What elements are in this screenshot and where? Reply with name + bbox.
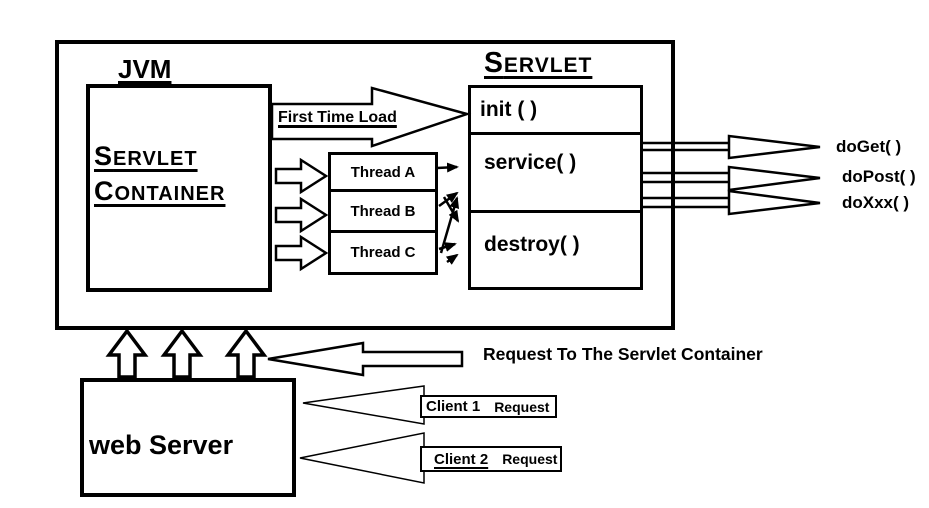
client2-tag: Client 2 Request [420, 446, 562, 472]
web-server-label: web Server [89, 430, 234, 460]
servlet-destroy-cell: destroy( ) [468, 210, 643, 290]
webserver-up-arrow-1 [105, 328, 149, 379]
servlet-container-box [86, 84, 272, 292]
webserver-up-arrow-2 [160, 328, 204, 379]
thread-dispatch-arrows [436, 162, 460, 265]
doxxx-arrow-head [727, 189, 821, 216]
client1-name: Client 1 [426, 398, 481, 415]
thread-a-label: Thread A [350, 163, 416, 181]
destroy-method-label: destroy( ) [484, 233, 580, 256]
first-time-load-arrow [270, 86, 472, 148]
service-method-label: service( ) [484, 151, 577, 174]
dopost-label: doPost( ) [842, 167, 916, 186]
doxxx-label: doXxx( ) [842, 193, 910, 212]
container-to-thread-a-arrow [274, 157, 329, 195]
client1-tag: Client 1 Request [420, 395, 557, 418]
client2-action: Request [502, 451, 558, 467]
container-to-thread-c-arrow [274, 234, 329, 272]
servlet-title: Servlet [484, 47, 593, 79]
thread-b-label: Thread B [350, 202, 416, 220]
servlet-container-title-line2: Container [94, 176, 226, 206]
client2-name: Client 2 [434, 450, 489, 468]
jvm-box [55, 40, 675, 330]
jvm-title: JVM [118, 54, 172, 84]
client2-request-arrow [299, 432, 425, 484]
thread-c-to-service-arrow [439, 196, 460, 254]
thread-c-stub-arrow [445, 253, 459, 265]
thread-c-to-destroy-arrow [438, 242, 457, 252]
client1-action: Request [494, 398, 550, 415]
thread-b-to-service-arrow [438, 191, 459, 208]
thread-b-to-destroy-arrow [442, 196, 460, 223]
service-handler-arrows [643, 134, 821, 216]
container-to-thread-b-arrow [274, 196, 329, 234]
client1-request-arrow [302, 385, 425, 425]
servlet-container-title-line1: Servlet [94, 141, 198, 171]
thread-c-label: Thread C [350, 244, 416, 261]
thread-a-to-service-arrow [436, 162, 459, 173]
thread-c-box: Thread C [328, 230, 438, 275]
request-to-container-arrow [267, 341, 464, 377]
doget-arrow-head [727, 134, 821, 160]
first-time-load-label: First Time Load [278, 109, 397, 126]
doget-label: doGet( ) [836, 137, 902, 156]
init-method-label: init ( ) [480, 98, 538, 121]
web-server-box [80, 378, 296, 497]
webserver-up-arrow-3 [224, 328, 268, 379]
request-banner-label: Request To The Servlet Container [483, 344, 763, 364]
dopost-arrow-head [727, 165, 821, 192]
